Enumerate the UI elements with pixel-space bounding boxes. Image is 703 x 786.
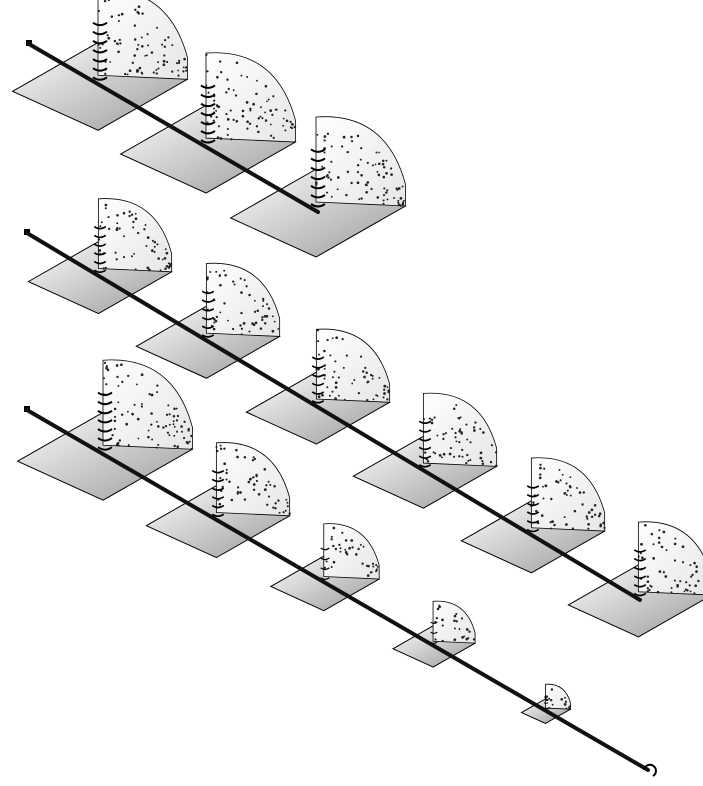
lateral-pipe (25, 231, 642, 602)
emitter-unit (16, 359, 194, 501)
emitter-coil-icon (633, 549, 647, 597)
water-droplet-dots (544, 688, 571, 710)
emitter-unit (27, 198, 173, 315)
water-droplet-dots (102, 361, 193, 451)
emitter-coil-icon (92, 21, 108, 81)
emitter-unit (135, 262, 281, 379)
water-droplet-dots (637, 523, 700, 595)
row-2 (24, 198, 703, 638)
wetting-pattern-wall (432, 600, 476, 644)
water-droplet-dots (323, 526, 379, 577)
emitter-coil-icon (211, 469, 225, 518)
emitter-unit (269, 523, 381, 612)
wetting-pattern-wall (97, 198, 173, 273)
wetting-pattern-wall (102, 359, 193, 450)
emitter-unit (460, 457, 606, 574)
wetting-pattern-wall (205, 52, 296, 143)
row-3 (16, 359, 657, 777)
wetting-pattern-wall (530, 457, 606, 532)
water-droplet-dots (97, 203, 173, 272)
emitter-coil-icon (311, 356, 325, 404)
wetting-pattern-wall (215, 442, 291, 517)
emitter-coil-icon (418, 420, 432, 468)
wetting-pattern-wall (545, 683, 571, 710)
emitter-unit (391, 600, 477, 668)
emitter-unit (11, 0, 189, 131)
wetting-pattern-wall (315, 116, 406, 207)
wetting-pattern-wall (205, 262, 281, 337)
emitter-coil-icon (201, 290, 215, 338)
wetting-pattern-wall (315, 328, 391, 403)
water-droplet-dots (204, 53, 297, 143)
emitter-coil-icon (97, 391, 113, 451)
emitter-coil-icon (320, 547, 330, 580)
lateral-pipe (25, 408, 650, 772)
emitter-coil-icon (200, 84, 216, 144)
row-1 (11, 0, 407, 258)
lateral-pipe (27, 42, 320, 214)
water-droplet-dots (314, 132, 405, 207)
emitter-coil-icon (93, 225, 107, 274)
emitter-unit (520, 683, 572, 725)
water-droplet-dots (422, 404, 498, 468)
water-droplet-dots (434, 604, 475, 643)
emitter-unit (245, 328, 391, 445)
wetting-pattern-wall (637, 521, 703, 596)
emitter-coil-icon (526, 485, 540, 533)
pipe-end-hook-icon (643, 763, 657, 777)
emitter-coil-icon (310, 148, 326, 208)
water-droplet-dots (97, 0, 188, 77)
wetting-pattern-wall (323, 523, 380, 580)
emitter-unit (567, 521, 703, 638)
wetting-pattern-wall (97, 0, 188, 80)
